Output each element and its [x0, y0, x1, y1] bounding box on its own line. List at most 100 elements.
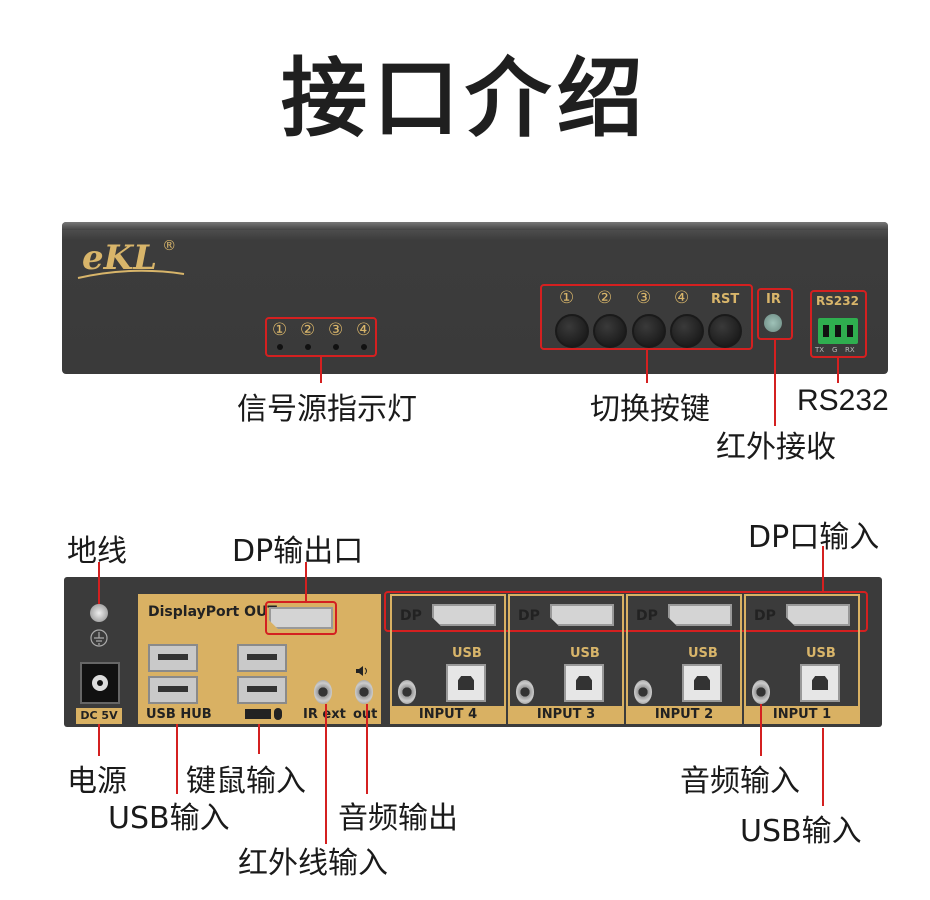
callout-audio-out: 音频输出	[338, 801, 458, 836]
callout-dp-in: DP口输入	[748, 520, 880, 555]
dp-tag-2: DP	[636, 608, 658, 624]
callout-line-leds	[320, 357, 322, 383]
usb-kbm-port-1[interactable]	[237, 644, 287, 672]
ground-symbol-icon	[90, 629, 108, 647]
dp-out-label: DisplayPort OUT	[148, 604, 277, 620]
usb-b-port-2[interactable]	[682, 664, 722, 702]
callout-ir-in: 红外线输入	[238, 846, 388, 881]
usb-tag-1: USB	[806, 646, 836, 661]
dp-in-port-3[interactable]	[550, 604, 614, 626]
usb-hub-port-1[interactable]	[148, 644, 198, 672]
callout-buttons: 切换按键	[590, 392, 710, 427]
led-number-2: ②	[300, 320, 316, 340]
led-indicator-box	[265, 317, 377, 357]
audio-in-jack-4[interactable]	[398, 680, 416, 704]
switch-button-1[interactable]	[555, 314, 589, 348]
usb-tag-4: USB	[452, 646, 482, 661]
button-number-1: ①	[559, 288, 575, 308]
reset-button[interactable]	[708, 314, 742, 348]
callout-line-audio-in	[760, 704, 762, 756]
callout-kbm-in: 键鼠输入	[186, 764, 306, 799]
led-1	[277, 344, 283, 350]
dp-in-port-1[interactable]	[786, 604, 850, 626]
audio-in-jack-2[interactable]	[634, 680, 652, 704]
usb-hub-port-2[interactable]	[148, 676, 198, 704]
usb-b-port-1[interactable]	[800, 664, 840, 702]
usb-tag-2: USB	[688, 646, 718, 661]
rs232-panel-label: RS232	[816, 294, 859, 308]
callout-ground: 地线	[67, 534, 127, 569]
callout-ir: 红外接收	[716, 430, 836, 465]
callout-line-ir	[774, 340, 776, 426]
ir-sensor-icon	[764, 314, 782, 332]
dp-tag-3: DP	[518, 608, 540, 624]
usb-b-port-4[interactable]	[446, 664, 486, 702]
callout-line-ir-ext	[325, 704, 327, 844]
led-number-1: ①	[272, 320, 288, 340]
dp-out-box	[265, 601, 337, 635]
callout-usb-in-left: USB输入	[108, 801, 230, 836]
input-label-2: INPUT 2	[628, 706, 740, 724]
callout-leds: 信号源指示灯	[237, 392, 417, 427]
ir-ext-jack[interactable]	[314, 680, 332, 704]
callout-dp-out: DP输出口	[232, 534, 364, 569]
ir-label: IR	[766, 292, 781, 307]
input-label-3: INPUT 3	[510, 706, 622, 724]
dp-tag-4: DP	[400, 608, 422, 624]
speaker-icon	[356, 666, 367, 676]
rs232-pin-g: G	[832, 346, 838, 354]
dp-in-port-4[interactable]	[432, 604, 496, 626]
logo-swoosh-icon	[77, 269, 185, 279]
switch-button-2[interactable]	[593, 314, 627, 348]
callout-line-usb-in-right	[822, 728, 824, 806]
led-2	[305, 344, 311, 350]
dp-tag-1: DP	[754, 608, 776, 624]
dp-in-port-2[interactable]	[668, 604, 732, 626]
switch-buttons-box	[540, 284, 753, 350]
led-number-4: ④	[356, 320, 372, 340]
callout-line-dp-out	[305, 562, 307, 602]
button-number-3: ③	[636, 288, 652, 308]
audio-in-jack-3[interactable]	[516, 680, 534, 704]
ir-ext-label: IR ext	[303, 707, 346, 722]
rs232-terminal-icon	[818, 318, 858, 344]
led-indicators: ① ② ③ ④	[272, 320, 372, 356]
usb-kbm-port-2[interactable]	[237, 676, 287, 704]
callout-audio-in: 音频输入	[680, 764, 800, 799]
switch-button-3[interactable]	[632, 314, 666, 348]
callout-line-audio-out	[366, 704, 368, 794]
led-3	[333, 344, 339, 350]
dc-label: DC 5V	[76, 708, 122, 724]
front-panel-top-edge	[62, 222, 888, 230]
input-label-1: INPUT 1	[746, 706, 858, 724]
switch-button-4[interactable]	[670, 314, 704, 348]
input-label-4: INPUT 4	[392, 706, 504, 724]
callout-line-dp-in	[822, 546, 824, 592]
dc-power-jack[interactable]	[80, 662, 120, 704]
led-number-3: ③	[328, 320, 344, 340]
button-number-2: ②	[597, 288, 613, 308]
button-number-4: ④	[674, 288, 690, 308]
dp-out-port[interactable]	[269, 607, 333, 629]
usb-tag-3: USB	[570, 646, 600, 661]
rs232-pin-tx: TX	[815, 346, 825, 354]
usb-b-port-3[interactable]	[564, 664, 604, 702]
callout-rs232: RS232	[797, 384, 889, 417]
rst-label: RST	[711, 292, 740, 307]
ground-screw-icon	[90, 604, 108, 622]
usb-hub-label: USB HUB	[146, 707, 212, 722]
audio-out-jack[interactable]	[355, 680, 373, 704]
ir-receiver-box	[757, 288, 793, 340]
audio-out-label: out	[353, 707, 377, 722]
callout-line-power	[98, 724, 100, 756]
rs232-box	[810, 290, 867, 358]
brand-logo: eKL ®	[77, 238, 185, 279]
callout-line-kbm	[258, 724, 260, 754]
led-4	[361, 344, 367, 350]
page-title: 接口介绍	[281, 48, 649, 149]
callout-line-buttons	[646, 350, 648, 383]
rs232-pin-rx: RX	[845, 346, 855, 354]
keyboard-mouse-icon	[245, 708, 282, 720]
audio-in-jack-1[interactable]	[752, 680, 770, 704]
trademark-mark: ®	[162, 238, 177, 254]
